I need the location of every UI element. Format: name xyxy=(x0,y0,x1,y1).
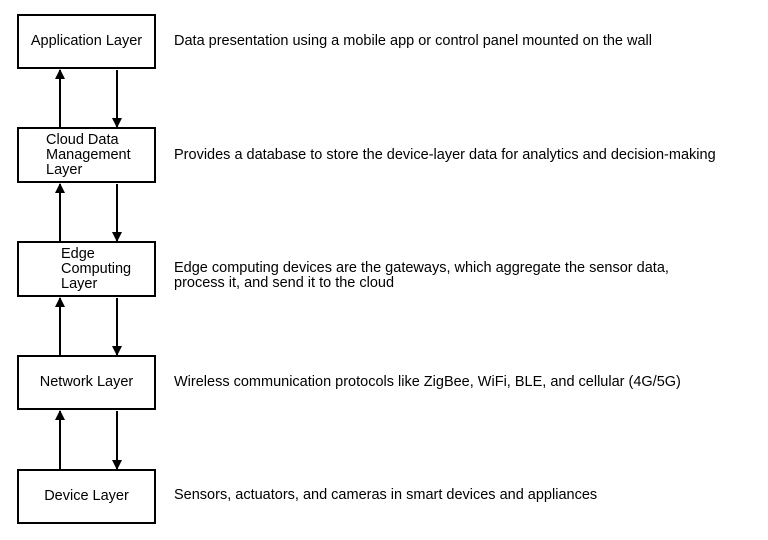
application-layer-label: Application Layer xyxy=(30,33,143,49)
edge-computing-layer-description: Edge computing devices are the gateways,… xyxy=(174,260,669,291)
network-layer-description: Wireless communication protocols like Zi… xyxy=(174,374,681,390)
application-layer-box: Application Layer xyxy=(17,14,156,69)
edge-computing-layer-label: Edge Computing Layer xyxy=(61,245,132,292)
network-layer-label: Network Layer xyxy=(39,374,134,390)
application-layer-description: Data presentation using a mobile app or … xyxy=(174,33,652,49)
cloud-data-management-layer-description: Provides a database to store the device-… xyxy=(174,147,716,163)
network-layer-box: Network Layer xyxy=(17,355,156,410)
cloud-data-management-layer-label: Cloud Data Management Layer xyxy=(46,131,131,178)
device-layer-description: Sensors, actuators, and cameras in smart… xyxy=(174,487,598,503)
cloud-data-management-layer-box: Cloud Data Management Layer xyxy=(17,127,156,183)
device-layer-label: Device Layer xyxy=(44,488,129,504)
edge-computing-layer-box: Edge Computing Layer xyxy=(17,241,156,297)
device-layer-box: Device Layer xyxy=(17,469,156,524)
